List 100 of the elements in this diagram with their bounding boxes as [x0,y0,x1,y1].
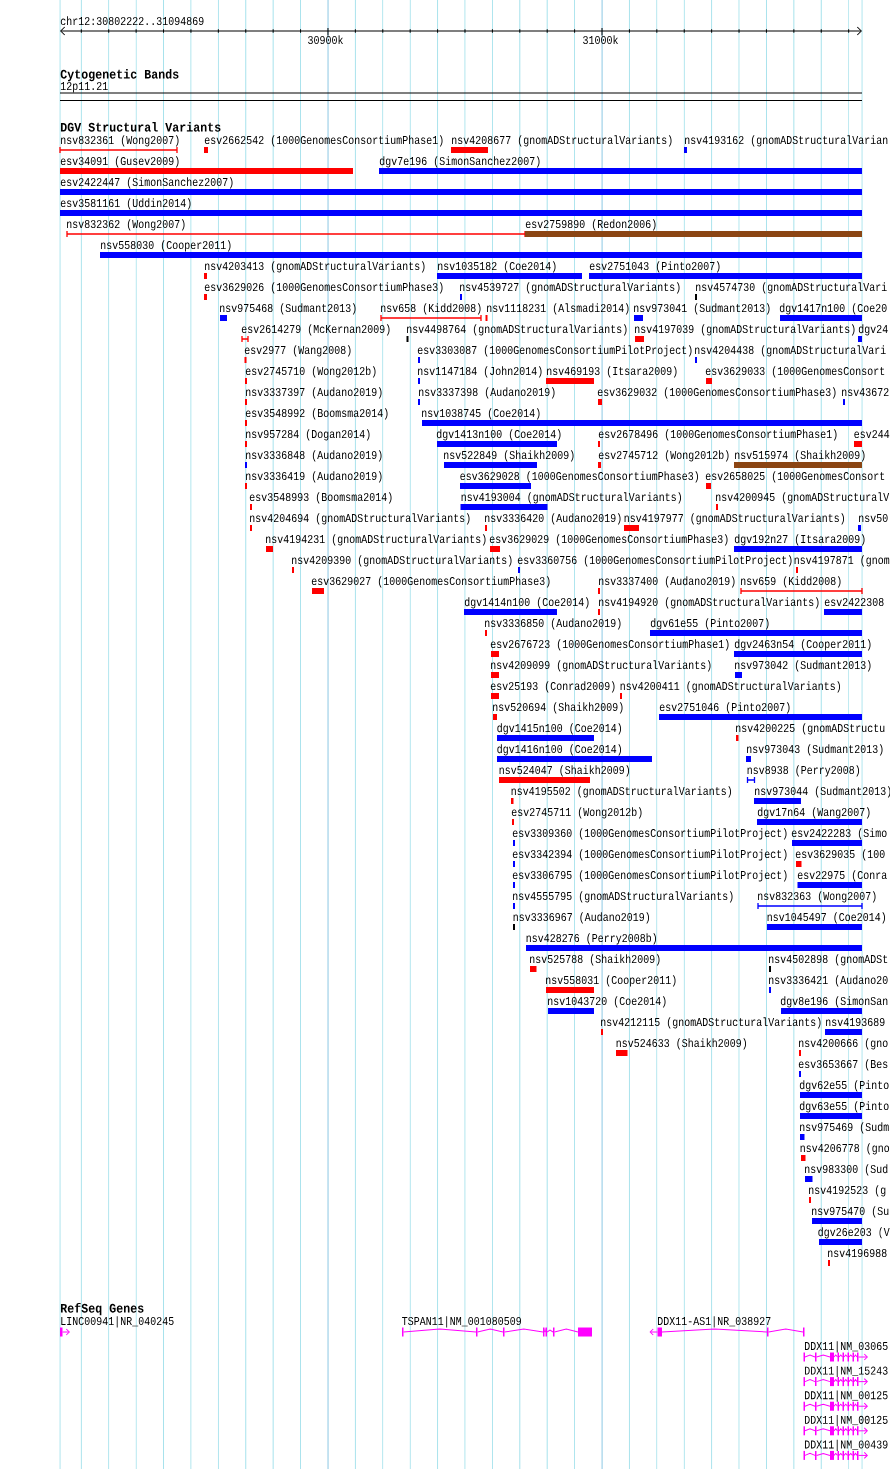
feature-label: esv2977 (Wang2008) [244,345,351,357]
feature-label: nsv4209099 (gnomADStructuralVariants) [491,660,711,672]
feature-label: nsv3336419 (Audano2019) [246,471,382,483]
feature-label: nsv4204438 (gnomADStructuralVari [695,345,886,357]
feature-label: dgv1417n100 (Coe20 [779,303,887,315]
feature-label: nsv4194231 (gnomADStructuralVariants) [266,534,486,546]
feature-label: nsv659 (Kidd2008) [741,576,841,588]
track-title: Cytogenetic Bands [60,69,179,82]
feature-label: esv2614279 (McKernan2009) [241,324,390,336]
gene-label: LINC00941|NR_040245 [61,1316,174,1328]
gene-label: DDX11|NM_03065 [805,1341,888,1353]
feature-label: nsv524633 (Shaikh2009) [616,1038,746,1050]
feature-label: nsv558030 (Cooper2011) [101,240,231,252]
feature-label: nsv1147184 (John2014) [418,366,542,378]
feature-label: nsv832362 (Wong2007) [67,219,185,231]
feature-label: nsv4193162 (gnomADStructuralVarian [685,135,888,147]
feature-label: esv22975 (Conra [797,870,887,882]
feature-label: esv3629035 (100 [795,849,885,861]
feature-label: nsv832363 (Wong2007) [758,891,876,903]
feature-label: nsv4193689 [826,1018,885,1027]
feature-label: nsv525788 (Shaikh2009) [530,954,660,966]
feature-label: nsv4193004 (gnomADStructuralVariants) [461,492,681,504]
feature-label: esv25193 (Conrad2009) [490,681,615,693]
feature-label: nsv4555795 (gnomADStructuralVariants) [513,891,733,903]
feature-label: nsv4195502 (gnomADStructuralVariants) [511,786,731,798]
feature-label: esv3548993 (Boomsma2014) [249,492,392,504]
feature-label: nsv1035182 (Coe2014) [438,261,556,273]
feature-label: dgv24 [858,324,888,336]
feature-label: nsv4197977 (gnomADStructuralVariants) [624,513,844,525]
feature-label: dgv2463n54 (Cooper2011) [734,639,871,651]
feature-label: esv3303087 (1000GenomesConsortiumPilotProject) [417,345,692,357]
gene-label: DDX11|NM_15243 [805,1365,888,1378]
feature-label: esv2422447 (SimonSanchez2007) [60,177,233,189]
track-title: RefSeq Genes [61,1302,144,1316]
feature-label: nsv428276 (Perry2008b) [526,933,656,945]
feature-label: nsv4200411 (gnomADStructuralVariants) [620,681,840,693]
feature-label: esv2745710 (Wong2012b) [245,366,376,378]
feature-label: nsv4574730 (gnomADStructuralVari [696,282,887,294]
feature-label: nsv4203413 (gnomADStructuralVariants) [205,261,425,273]
feature-label: nsv558031 (Cooper2011) [546,975,676,987]
feature-label: nsv4196988 [828,1249,887,1258]
feature-label: nsv983300 (Sud [805,1164,888,1176]
feature-label: nsv469193 (Itsara2009) [547,366,677,378]
feature-label: dgv1414n100 (Coe2014) [464,597,589,609]
feature-label: nsv4204694 (gnomADStructuralVariants) [250,513,470,525]
feature-label: dgv17n64 (Wang2007) [757,807,870,819]
feature-label: nsv1038745 (Coe2014) [422,408,540,420]
feature-label: nsv973041 (Sudmant2013) [634,303,770,315]
feature-label: nsv975469 (Sudm [800,1122,889,1134]
feature-label: nsv975468 (Sudmant2013) [220,303,356,315]
feature-label: dgv61e55 (Pinto2007) [650,618,769,630]
feature-label: esv3309360 (1000GenomesConsortiumPilotProject) [512,828,787,840]
feature-label: esv2751046 (Pinto2007) [659,702,790,714]
feature-label: nsv43672 [842,388,889,397]
feature-label: nsv4539727 (gnomADStructuralVariants) [460,282,680,294]
feature-label: nsv4212115 (gnomADStructuralVariants) [601,1017,821,1029]
feature-label: nsv658 (Kidd2008) [381,303,481,315]
gene-label: TSPAN11|NM_001080509 [402,1316,521,1328]
feature-label: nsv4502898 (gnomADSt [769,954,888,966]
feature-label: esv3306795 (1000GenomesConsortiumPilotProject) [512,870,787,882]
feature-label: nsv973042 (Sudmant2013) [735,660,871,672]
feature-label: esv3629029 (1000GenomesConsortiumPhase3) [489,534,728,546]
feature-label: esv3629026 (1000GenomesConsortiumPhase3) [204,282,443,294]
feature-label: nsv520694 (Shaikh2009) [493,702,623,714]
feature-label: nsv4498764 (gnomADStructuralVariants) [407,324,627,336]
feature-label: nsv4197039 (gnomADStructuralVariants) [635,324,855,336]
feature-label: esv3629028 (1000GenomesConsortiumPhase3) [460,471,698,483]
feature-label: esv2676723 (1000GenomesConsortiumPhase1) [490,639,729,651]
feature-label: nsv4197871 (gnom [794,555,890,567]
feature-label: dgv1413n100 (Coe2014) [436,429,561,441]
feature-label: nsv1118231 (Alsmadi2014) [487,303,629,315]
feature-label: nsv1043720 (Coe2014) [548,996,666,1008]
feature-label: esv3653667 (Bes [798,1059,888,1071]
feature-label: nsv957284 (Dogan2014) [246,429,370,441]
feature-label: nsv973044 (Sudmant2013) [755,786,890,798]
feature-label: nsv1045497 (Coe2014) [767,912,885,924]
feature-label: nsv975470 (Su [812,1206,889,1218]
feature-label: nsv524047 (Shaikh2009) [499,765,629,777]
gene-label: DDX11|NM_00439 [805,1439,888,1451]
feature-label: nsv8938 (Perry2008) [747,765,859,777]
feature-label: dgv62e55 (Pinto [799,1080,889,1092]
coordinate-label: chr12:30802222..31094869 [60,16,204,26]
feature-label: nsv515974 (Shaikh2009) [735,450,865,462]
feature-label: dgv1416n100 (Coe2014) [497,744,621,756]
gene-label: DDX11|NM_00125 [805,1390,888,1402]
feature-label: esv2658025 (1000GenomesConsort [705,471,885,483]
feature-label: esv3629027 (1000GenomesConsortiumPhase3) [311,576,550,588]
feature-label: dgv7e196 (SimonSanchez2007) [379,156,540,168]
feature-label: esv2759890 (Redon2006) [525,219,656,231]
feature-label: esv2662542 (1000GenomesConsortiumPhase1) [204,135,443,147]
feature-label: nsv3337397 (Audano2019) [246,387,382,399]
feature-label: nsv3336420 (Audano2019) [485,513,621,525]
feature-label: esv244 [854,430,890,439]
feature-label: esv2751043 (Pinto2007) [589,261,720,273]
feature-label: esv34091 (Gusev2009) [60,156,179,168]
gene-label: DDX11-AS1|NR_038927 [658,1316,771,1328]
feature-label: nsv4192523 (g [809,1185,886,1197]
feature-label: nsv522849 (Shaikh2009) [444,450,574,462]
feature-label: dgv8e196 (SimonSan [780,996,888,1008]
feature-label: esv3548992 (Boomsma2014) [245,408,388,420]
